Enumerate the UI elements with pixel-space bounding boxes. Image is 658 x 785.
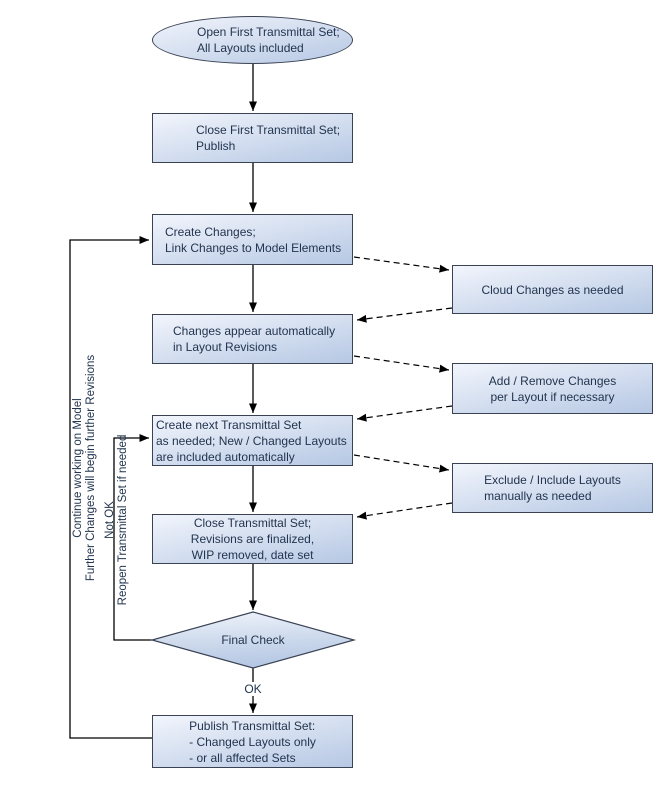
node-exclude-include-layouts: Exclude / Include Layouts manually as ne…	[452, 463, 653, 513]
node-create-changes: Create Changes; Link Changes to Model El…	[152, 214, 353, 265]
dash-create-to-cloud	[353, 256, 450, 273]
node-open-first-set: Open First Transmittal Set; All Layouts …	[152, 16, 353, 64]
loop-check-to-next	[113, 434, 152, 641]
node-close-first-set: Close First Transmittal Set; Publish	[152, 113, 353, 163]
dash-cloud-to-appear	[356, 307, 453, 323]
node-cloud-changes: Cloud Changes as needed	[452, 265, 653, 314]
node-close-set: Close Transmittal Set; Revisions are fin…	[152, 514, 353, 564]
node-add-remove-changes: Add / Remove Changes per Layout if neces…	[452, 363, 653, 414]
label-not-ok-loop: Not OK Reopen Transmittal Set if needed	[104, 434, 129, 606]
node-changes-appear: Changes appear automatically in Layout R…	[152, 314, 353, 364]
node-final-check-label: Final Check	[221, 633, 285, 647]
dash-next-to-exclude	[353, 454, 450, 473]
dash-exclude-to-closeset	[356, 502, 453, 520]
dash-appear-to-addremove	[353, 355, 450, 373]
loop-publish-to-create	[69, 236, 152, 739]
decision-diamond-shape	[149, 611, 357, 669]
label-ok: OK	[241, 682, 265, 696]
loop-lines	[69, 236, 152, 739]
dashed-connectors	[353, 256, 453, 520]
node-create-next-set: Create next Transmittal Set as needed; N…	[152, 415, 353, 466]
node-publish-set: Publish Transmittal Set: - Changed Layou…	[152, 715, 353, 768]
dash-addremove-to-next	[356, 405, 453, 422]
label-continue-loop: Continue working on Model Further Change…	[72, 354, 97, 582]
